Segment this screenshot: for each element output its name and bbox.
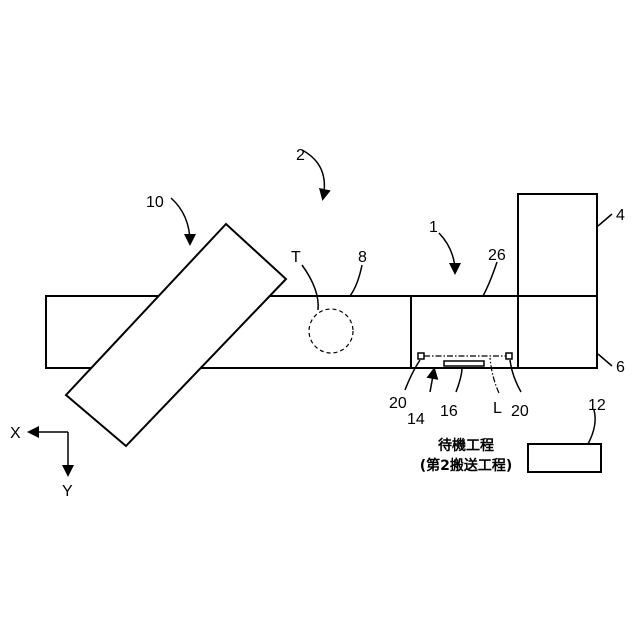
leader-2 <box>302 150 324 198</box>
label-14: 14 <box>407 411 425 428</box>
label-x: X <box>10 425 21 442</box>
label-26: 26 <box>488 247 506 264</box>
leader-20-left <box>405 360 420 390</box>
sensor-left <box>418 353 424 359</box>
leader-T <box>302 265 318 310</box>
label-16: 16 <box>440 403 458 420</box>
leader-14 <box>430 370 434 392</box>
element-16 <box>444 361 484 366</box>
label-20-left: 20 <box>389 395 407 412</box>
sensor-right <box>506 353 512 359</box>
leader-12 <box>588 410 595 444</box>
label-12: 12 <box>588 397 606 414</box>
leader-4 <box>598 214 612 226</box>
lower-unit-box <box>518 296 597 368</box>
label-y: Y <box>62 483 73 500</box>
caption-line1: 待機工程 <box>438 437 494 454</box>
controller-box <box>528 444 601 472</box>
label-6: 6 <box>616 359 625 376</box>
leader-16 <box>456 368 462 392</box>
label-20-right: 20 <box>511 403 529 420</box>
label-1: 1 <box>429 219 438 236</box>
label-4: 4 <box>616 207 625 224</box>
label-2: 2 <box>296 147 305 164</box>
leader-26 <box>483 262 497 296</box>
leader-10 <box>171 198 190 243</box>
caption-line2: (第2搬送工程) <box>420 457 513 474</box>
upper-unit-box <box>518 194 597 296</box>
label-10: 10 <box>146 194 164 211</box>
leader-1 <box>439 233 455 272</box>
label-L: L <box>493 400 502 417</box>
leader-20-right <box>510 360 521 392</box>
leader-8 <box>350 265 362 296</box>
robot-arm <box>66 224 286 446</box>
label-8: 8 <box>358 249 367 266</box>
leader-L <box>490 358 499 393</box>
target-circle <box>309 309 353 353</box>
leader-6 <box>598 354 612 366</box>
label-T: T <box>291 249 301 266</box>
